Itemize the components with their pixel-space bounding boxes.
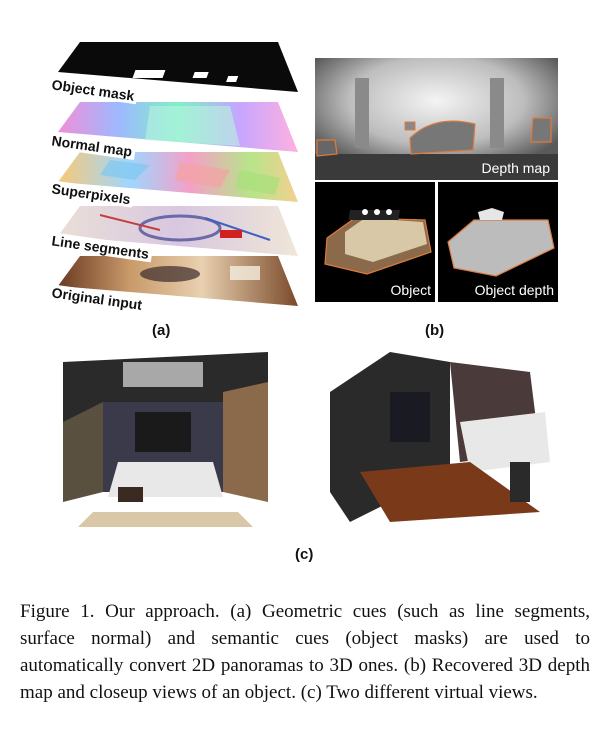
- object-panel: Object: [315, 182, 435, 302]
- sublabel-b: (b): [425, 322, 445, 339]
- object-mask-layer: [58, 42, 298, 92]
- sublabel-a: (a): [152, 322, 171, 339]
- object-label: Object: [390, 282, 431, 298]
- layer-stack-illustration: [58, 42, 298, 306]
- original-input-layer: [58, 256, 298, 306]
- depth-map-label: Depth map: [481, 160, 550, 176]
- panel-a: Object mask Normal map Superpixels Line …: [40, 30, 310, 320]
- depth-map-panel: Depth map: [315, 58, 558, 180]
- sublabel-c: (c): [295, 546, 314, 563]
- virtual-view-right-image: [330, 352, 560, 527]
- virtual-view-left-image: [63, 352, 268, 527]
- object-depth-label: Object depth: [474, 282, 554, 298]
- line-segments-layer: [58, 206, 298, 256]
- figure-caption: Figure 1. Our approach. (a) Geometric cu…: [20, 601, 590, 703]
- virtual-view-left: [63, 352, 268, 527]
- object-depth-image: [447, 208, 555, 277]
- depth-map-image: [315, 58, 558, 180]
- object-depth-panel: Object depth: [438, 182, 558, 302]
- object-image: [324, 209, 432, 275]
- virtual-view-right: [330, 352, 560, 527]
- superpixels-layer: [58, 152, 298, 202]
- normal-map-layer: [58, 102, 298, 152]
